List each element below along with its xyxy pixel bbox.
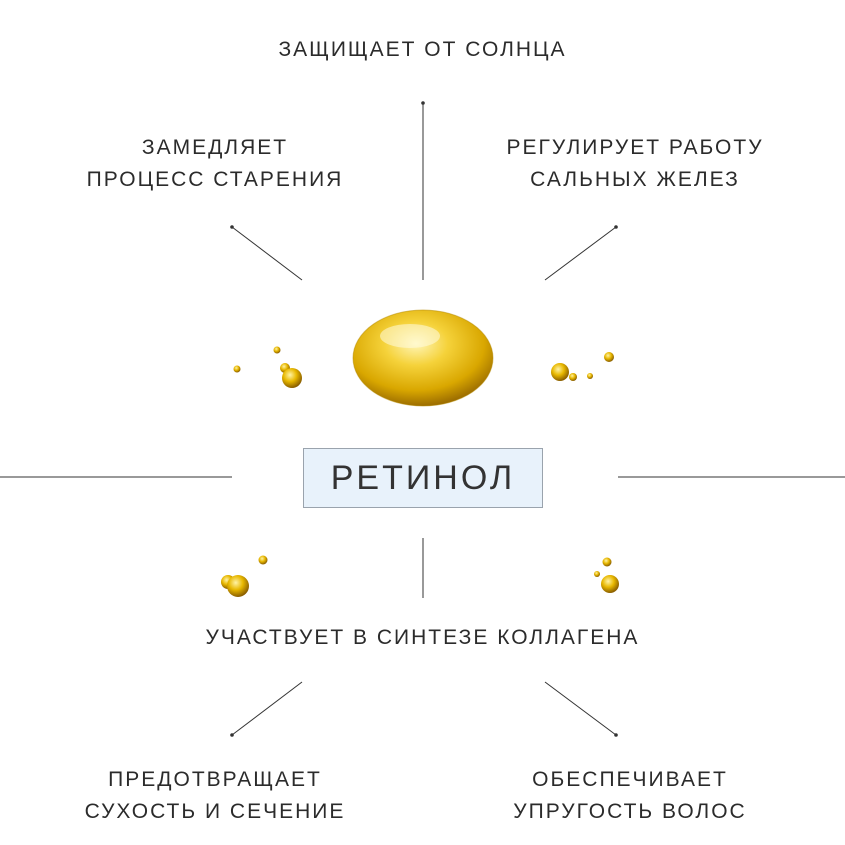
benefit-top-text: ЗАЩИЩАЕТ ОТ СОЛНЦА <box>278 38 567 61</box>
benefit-bottom-left-line1: ПРЕДОТВРАЩАЕТ <box>108 768 322 791</box>
benefit-bottom-left: ПРЕДОТВРАЩАЕТ СУХОСТЬ И СЕЧЕНИЕ <box>60 764 370 828</box>
benefit-middle-bottom-text: УЧАСТВУЕТ В СИНТЕЗЕ КОЛЛАГЕНА <box>205 626 640 649</box>
oil-droplets-icon <box>594 557 619 593</box>
benefit-bottom-left-line2: СУХОСТЬ И СЕЧЕНИЕ <box>84 800 346 823</box>
line-top-left <box>231 226 303 281</box>
benefit-bottom-right-line2: УПРУГОСТЬ ВОЛОС <box>513 800 747 823</box>
benefit-top-right: РЕГУЛИРУЕТ РАБОТУ САЛЬНЫХ ЖЕЛЕЗ <box>480 132 790 196</box>
benefit-top-left-line2: ПРОЦЕСС СТАРЕНИЯ <box>86 168 344 191</box>
benefit-middle-bottom: УЧАСТВУЕТ В СИНТЕЗЕ КОЛЛАГЕНА <box>0 622 845 654</box>
benefit-top: ЗАЩИЩАЕТ ОТ СОЛНЦА <box>0 34 845 66</box>
benefit-bottom-right-line1: ОБЕСПЕЧИВАЕТ <box>532 768 728 791</box>
retinol-capsule-icon <box>352 309 494 407</box>
retinol-label: РЕТИНОЛ <box>303 448 543 508</box>
benefit-top-right-line2: САЛЬНЫХ ЖЕЛЕЗ <box>530 168 740 191</box>
oil-droplets-icon <box>551 352 614 381</box>
line-bottom-left <box>231 681 303 736</box>
oil-droplets-icon <box>221 555 268 597</box>
benefit-top-left: ЗАМЕДЛЯЕТ ПРОЦЕСС СТАРЕНИЯ <box>60 132 370 196</box>
oil-droplets-icon <box>233 346 302 388</box>
benefit-top-left-line1: ЗАМЕДЛЯЕТ <box>141 136 289 159</box>
benefit-top-right-line1: РЕГУЛИРУЕТ РАБОТУ <box>506 136 764 159</box>
line-top-right <box>544 226 617 281</box>
retinol-label-text: РЕТИНОЛ <box>330 458 516 497</box>
benefit-bottom-right: ОБЕСПЕЧИВАЕТ УПРУГОСТЬ ВОЛОС <box>475 764 785 828</box>
line-bottom-right <box>544 681 617 736</box>
